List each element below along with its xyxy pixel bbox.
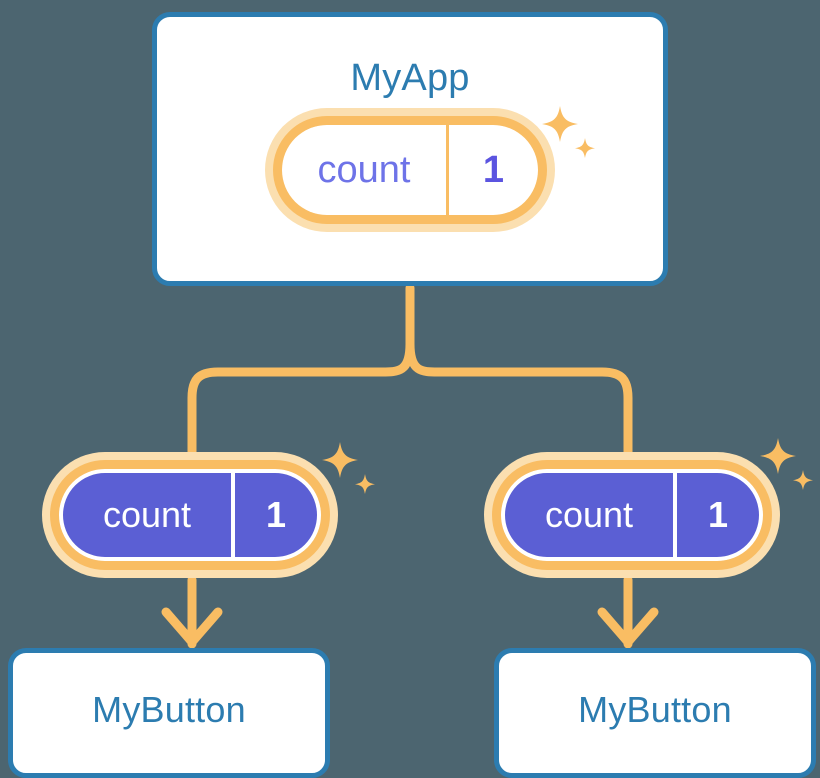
state-pill-value: 1	[673, 473, 759, 557]
state-pill-value: 1	[231, 473, 317, 557]
mybutton-card-right[interactable]: MyButton	[494, 648, 816, 778]
state-pill-ring: count 1	[492, 460, 772, 570]
state-pill-key: count	[317, 148, 411, 191]
mybutton-card-title: MyButton	[578, 689, 732, 730]
state-pill-mybutton-left[interactable]: count 1	[42, 452, 338, 578]
myapp-card-title: MyApp	[350, 57, 470, 99]
state-pill-myapp[interactable]: count 1	[265, 108, 555, 232]
state-pill-key: count	[102, 494, 192, 535]
mybutton-card-left[interactable]: MyButton	[8, 648, 330, 778]
connector-branch-left	[187, 339, 415, 457]
arrowhead-right	[597, 607, 659, 647]
mybutton-card-title: MyButton	[92, 689, 246, 730]
state-pill-body: count 1	[501, 469, 763, 561]
state-pill-mybutton-right[interactable]: count 1	[484, 452, 780, 578]
state-pill-key: count	[544, 494, 634, 535]
state-pill-value: 1	[446, 125, 538, 215]
state-pill-ring: count 1	[50, 460, 330, 570]
connector-branch-right	[405, 339, 633, 457]
state-pill-ring: count 1	[273, 116, 547, 224]
arrowhead-left	[161, 607, 223, 647]
state-pill-body: count 1	[59, 469, 321, 561]
state-pill-body: count 1	[282, 125, 538, 215]
